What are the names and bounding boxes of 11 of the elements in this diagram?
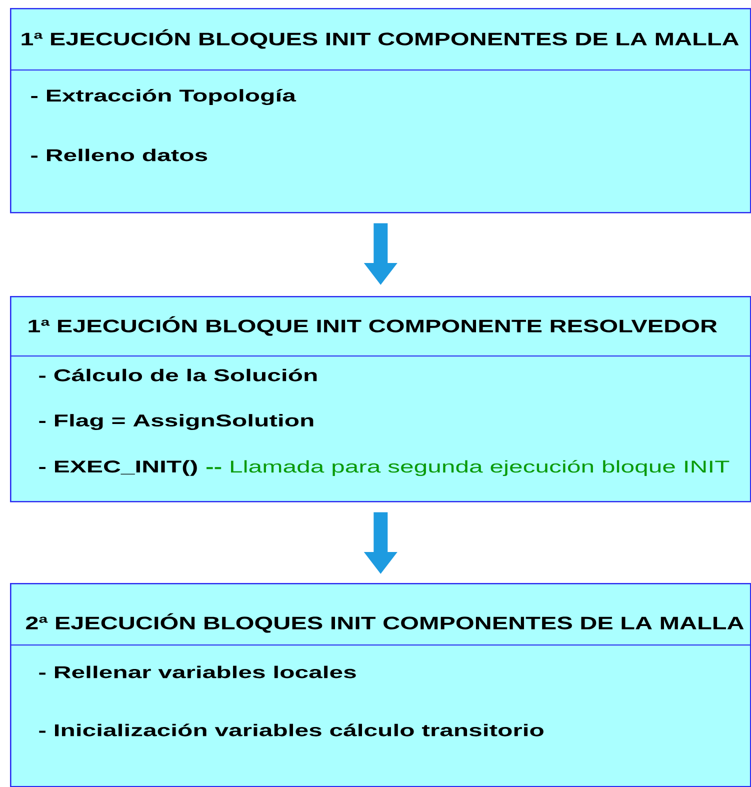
box-heading: 1ª EJECUCIÓN BLOQUE INIT COMPONENTE RESOLVEDOR [28,316,718,336]
box-heading: 1ª EJECUCIÓN BLOQUES INIT COMPONENTES DE LA MALLA [22,29,739,49]
list-item: - Cálculo de la Solución [39,368,317,382]
list-item: - EXEC_INIT() [39,460,197,476]
list-item: - Flag = AssignSolution [39,414,314,430]
list-item: - Rellenar variables locales [39,666,356,678]
list-item: - Relleno datos [31,148,208,162]
list-item: - Extracción Topología [31,88,296,106]
box-heading: 2ª EJECUCIÓN BLOQUES INIT COMPONENTES DE LA MALLA [26,613,744,633]
list-item: - Inicialización variables cálculo transitorio [39,724,544,736]
comment-text: -- Llamada para segunda ejecución bloque INIT [206,460,730,476]
